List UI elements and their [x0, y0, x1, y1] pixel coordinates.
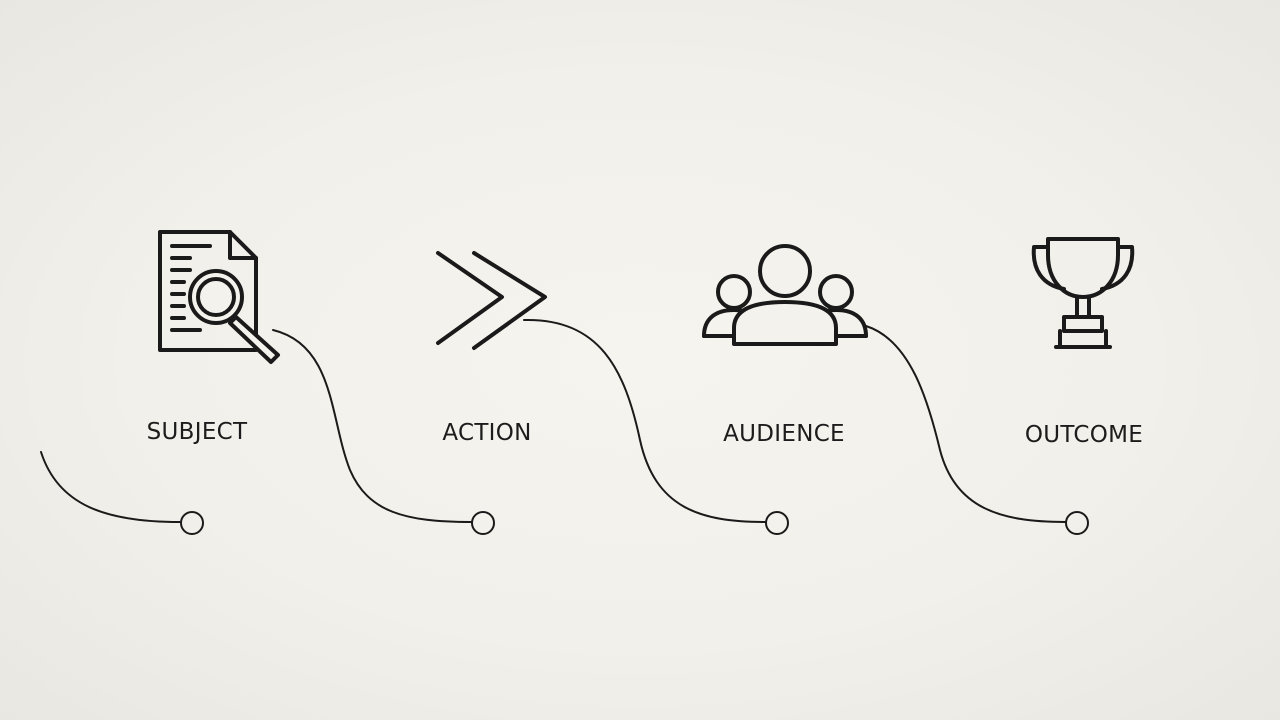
- connector-curve-3: [865, 325, 1066, 523]
- connector-curve-2: [523, 318, 766, 523]
- node-circle-1: [180, 511, 204, 535]
- step-label-audience: AUDIENCE: [723, 421, 845, 447]
- node-circle-3: [765, 511, 789, 535]
- node-circle-2: [471, 511, 495, 535]
- step-label-action: ACTION: [442, 420, 532, 446]
- document-search-icon: [158, 230, 280, 364]
- group-people-icon: [702, 244, 868, 346]
- trophy-icon: [1031, 237, 1135, 349]
- connector-curve-0: [40, 451, 181, 523]
- double-chevron-right-icon: [436, 251, 547, 350]
- connector-curve-1: [272, 329, 472, 523]
- node-circle-4: [1065, 511, 1089, 535]
- step-label-outcome: OUTCOME: [1024, 422, 1144, 448]
- step-label-subject: SUBJECT: [146, 419, 248, 445]
